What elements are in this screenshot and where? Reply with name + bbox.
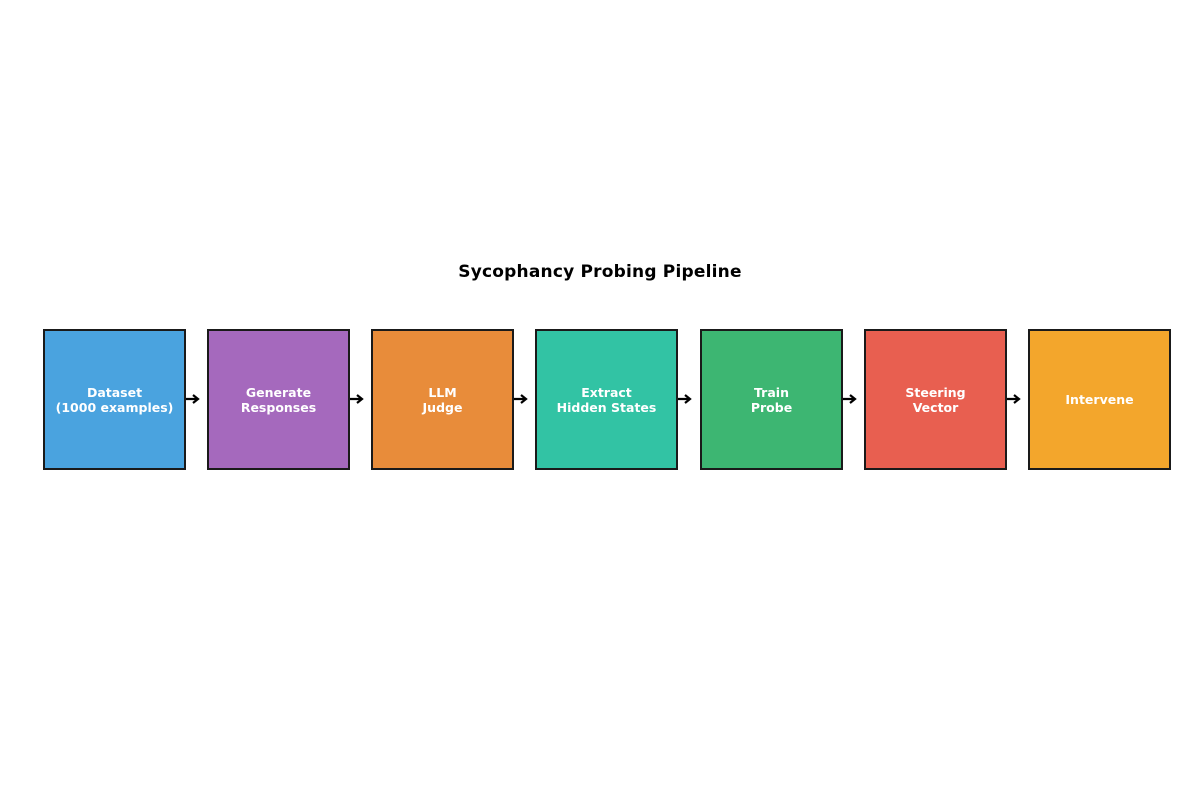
arrow-right-icon: [678, 394, 692, 404]
step-steering-vector: Steering Vector: [864, 329, 1007, 470]
arrow-right-icon: [186, 394, 200, 404]
arrow-right-icon: [843, 394, 857, 404]
diagram-title: Sycophancy Probing Pipeline: [458, 262, 742, 282]
step-extract-hidden-states: Extract Hidden States: [535, 329, 678, 470]
arrow-right-icon: [514, 394, 528, 404]
step-train-probe: Train Probe: [700, 329, 843, 470]
step-dataset: Dataset (1000 examples): [43, 329, 186, 470]
arrow-right-icon: [350, 394, 364, 404]
step-llm-judge: LLM Judge: [371, 329, 514, 470]
step-generate-responses: Generate Responses: [207, 329, 350, 470]
arrow-right-icon: [1007, 394, 1021, 404]
step-intervene: Intervene: [1028, 329, 1171, 470]
